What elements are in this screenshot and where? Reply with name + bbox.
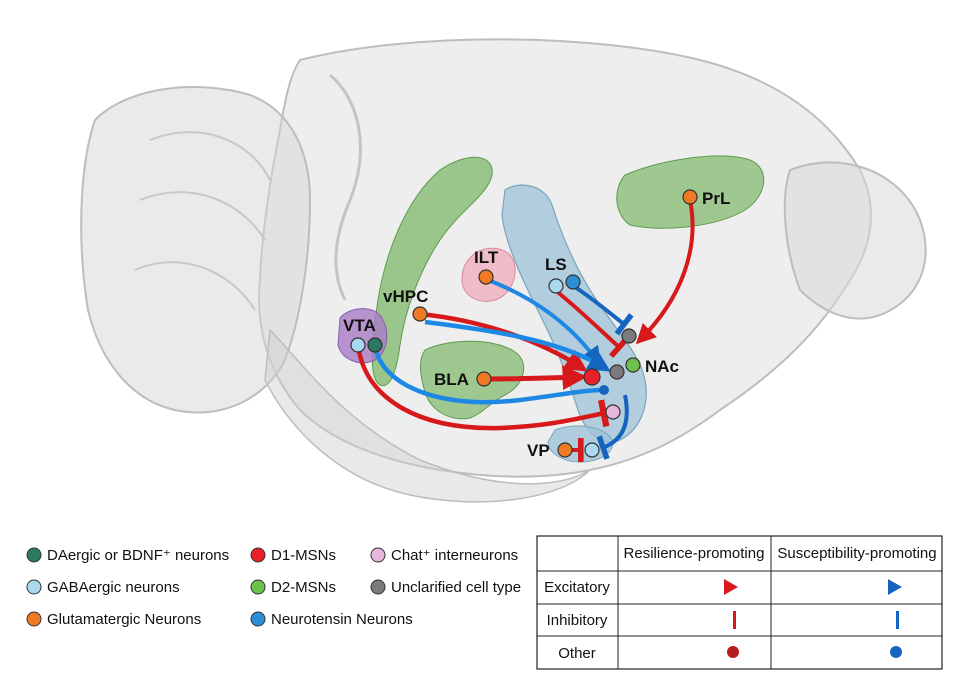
bla-to-nac-projection xyxy=(483,365,588,391)
table-row-other: Other xyxy=(558,645,596,662)
ls-to-nac-blue-projection xyxy=(570,283,634,336)
sample-resilience-other-dot xyxy=(727,646,739,658)
table-frame xyxy=(536,535,943,670)
table-header-susceptibility: Susceptibility-promoting xyxy=(777,545,936,562)
vta-to-nac-blue-projection xyxy=(372,344,603,405)
label-vhpc: vHPC xyxy=(383,287,428,306)
prl-glutamatergic-dot xyxy=(682,189,698,205)
legend-dot-chat xyxy=(370,547,386,563)
legend-dot-unclarified xyxy=(370,579,386,595)
legend-label-daergic: DAergic or BDNF⁺ neurons xyxy=(47,547,229,564)
nac-d1-dot xyxy=(583,368,601,386)
nac-to-vp-projection xyxy=(596,394,629,460)
cell-type-legend: DAergic or BDNF⁺ neurons GABAergic neuro… xyxy=(26,547,521,628)
vhpc-glutamatergic-dot xyxy=(412,306,428,322)
legend-label-glutamatergic: Glutamatergic Neurons xyxy=(47,611,201,628)
vhpc-region-shape xyxy=(371,156,493,387)
label-ls: LS xyxy=(545,255,567,274)
nac-unclarified-dot-lower xyxy=(609,364,625,380)
label-vta: VTA xyxy=(343,316,376,335)
sample-susceptibility-excitatory-head xyxy=(888,579,902,595)
sample-susceptibility-other-dot xyxy=(890,646,902,658)
prl-to-nac-projection xyxy=(635,199,695,345)
vta-to-chat-projection xyxy=(355,344,610,431)
legend-dot-d1 xyxy=(250,547,266,563)
sample-susceptibility-inhibitory-bar xyxy=(896,611,899,629)
label-vp: VP xyxy=(527,441,550,460)
vhpc-to-nac-blue-projection xyxy=(424,319,611,372)
legend-label-gaba: GABAergic neurons xyxy=(47,579,180,596)
table-row-inhibitory: Inhibitory xyxy=(547,612,608,629)
legend-dot-daergic xyxy=(26,547,42,563)
sample-resilience-inhibitory-bar xyxy=(733,611,736,629)
projection-type-table: Resilience-promoting Susceptibility-prom… xyxy=(536,535,943,670)
label-ilt: ILT xyxy=(474,248,499,267)
nac-unclarified-dot-upper xyxy=(621,328,637,344)
label-bla: BLA xyxy=(434,370,469,389)
ls-nac-region-shape xyxy=(501,184,647,443)
legend-label-neurotensin: Neurotensin Neurons xyxy=(271,611,413,628)
vta-to-nac-blue-terminal xyxy=(599,385,609,395)
legend-dot-neurotensin xyxy=(250,611,266,627)
legend-dot-gaba xyxy=(26,579,42,595)
vp-gaba-dot xyxy=(584,442,600,458)
vp-glutamatergic-dot xyxy=(557,442,573,458)
vta-daergic-dot xyxy=(367,337,383,353)
legend-label-d1: D1-MSNs xyxy=(271,547,336,564)
projections xyxy=(355,199,695,462)
ls-to-nac-red-projection xyxy=(553,288,630,358)
cerebellum-shape xyxy=(80,86,312,414)
legend-label-d2: D2-MSNs xyxy=(271,579,336,596)
legend-dot-glutamatergic xyxy=(26,611,42,627)
label-prl: PrL xyxy=(702,189,730,208)
bla-glutamatergic-dot xyxy=(476,371,492,387)
legend-dot-d2 xyxy=(250,579,266,595)
table-row-excitatory: Excitatory xyxy=(544,579,610,596)
nac-d2-dot xyxy=(625,357,641,373)
brainstem-shape xyxy=(264,328,591,503)
ls-gaba-dot xyxy=(548,278,564,294)
nac-chat-dot xyxy=(605,404,621,420)
cell-dots xyxy=(350,189,698,458)
legend-label-unclarified: Unclarified cell type xyxy=(391,579,521,596)
table-header-resilience: Resilience-promoting xyxy=(624,545,765,562)
olfactory-bulb-shape xyxy=(783,161,927,320)
legend-label-chat: Chat⁺ interneurons xyxy=(391,547,518,564)
ls-neurotensin-dot xyxy=(565,274,581,290)
label-nac: NAc xyxy=(645,357,679,376)
region-labels: PrL ILT LS vHPC VTA BLA NAc VP xyxy=(343,189,730,460)
vp-region-shape xyxy=(547,425,614,463)
ilt-glutamatergic-dot xyxy=(478,269,494,285)
sample-resilience-excitatory-head xyxy=(724,579,738,595)
vta-gaba-dot xyxy=(350,337,366,353)
